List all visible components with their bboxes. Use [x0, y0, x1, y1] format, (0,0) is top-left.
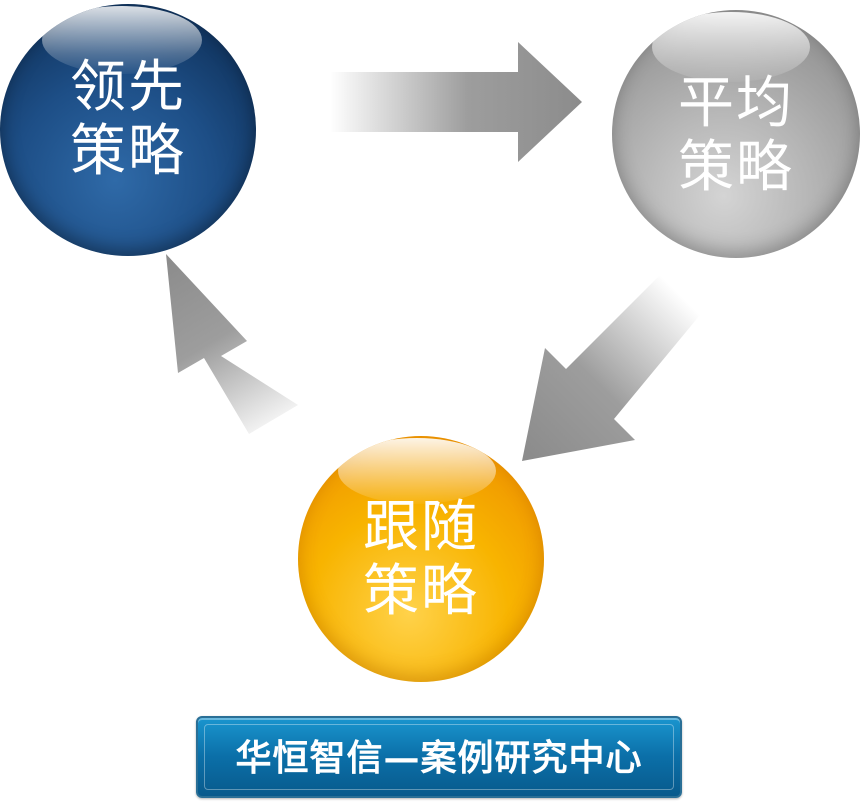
- banner-inner-border: [204, 724, 674, 790]
- node-label-line2: 策略: [70, 119, 186, 184]
- node-label-line1: 平均: [678, 71, 794, 136]
- banner-text: 华恒智信—案例研究中心: [235, 737, 643, 779]
- node-follow-strategy: 跟随 策略: [298, 436, 544, 682]
- arrow-lead-to-average: [330, 42, 582, 162]
- node-label-line1: 领先: [70, 55, 186, 120]
- node-label: 领先 策略: [0, 56, 256, 184]
- node-label: 平均 策略: [612, 72, 860, 200]
- node-average-strategy: 平均 策略: [612, 10, 860, 258]
- source-banner: 华恒智信—案例研究中心: [196, 716, 682, 798]
- arrow-follow-to-lead: [166, 254, 298, 434]
- node-label-line2: 策略: [363, 559, 479, 624]
- node-label-line1: 跟随: [363, 495, 479, 560]
- arrow-average-to-follow: [522, 275, 700, 461]
- node-label-line2: 策略: [678, 135, 794, 200]
- node-label: 跟随 策略: [298, 496, 544, 624]
- node-lead-strategy: 领先 策略: [0, 4, 256, 256]
